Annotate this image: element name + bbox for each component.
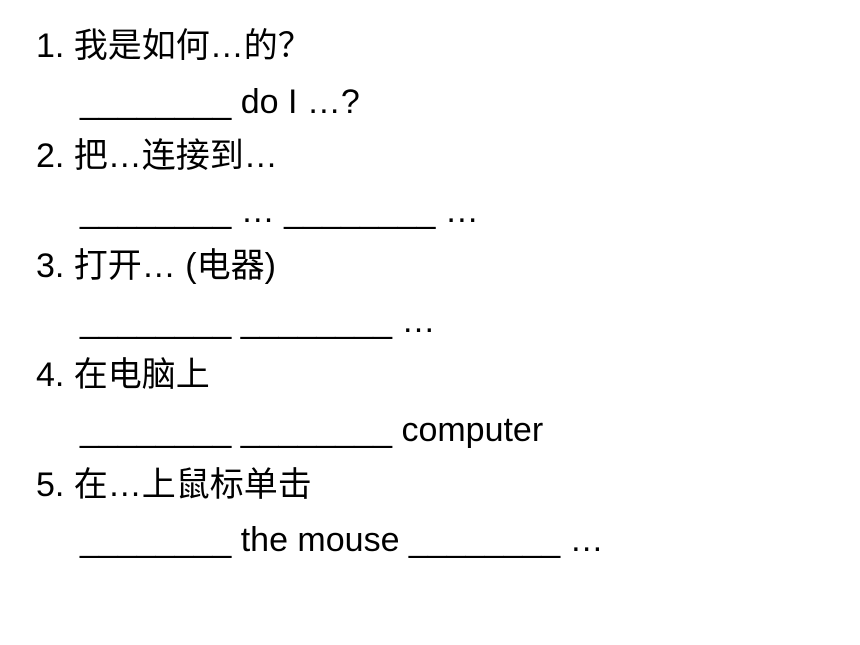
question-5: 5. 在…上鼠标单击 — [36, 466, 312, 504]
question-2: 2. 把…连接到… — [36, 137, 278, 175]
question-4: 4. 在电脑上 — [36, 356, 210, 394]
answer-blank-5: ________ the mouse ________ … — [80, 521, 604, 559]
answer-blank-2: ________ … ________ … — [80, 192, 479, 230]
answer-blank-4: ________ ________ computer — [80, 411, 544, 449]
answer-blank-1: ________ do I …? — [80, 83, 360, 121]
question-3: 3. 打开… (电器) — [36, 247, 276, 285]
answer-blank-3: ________ ________ … — [80, 302, 436, 340]
question-1: 1. 我是如何…的？ — [36, 27, 312, 65]
